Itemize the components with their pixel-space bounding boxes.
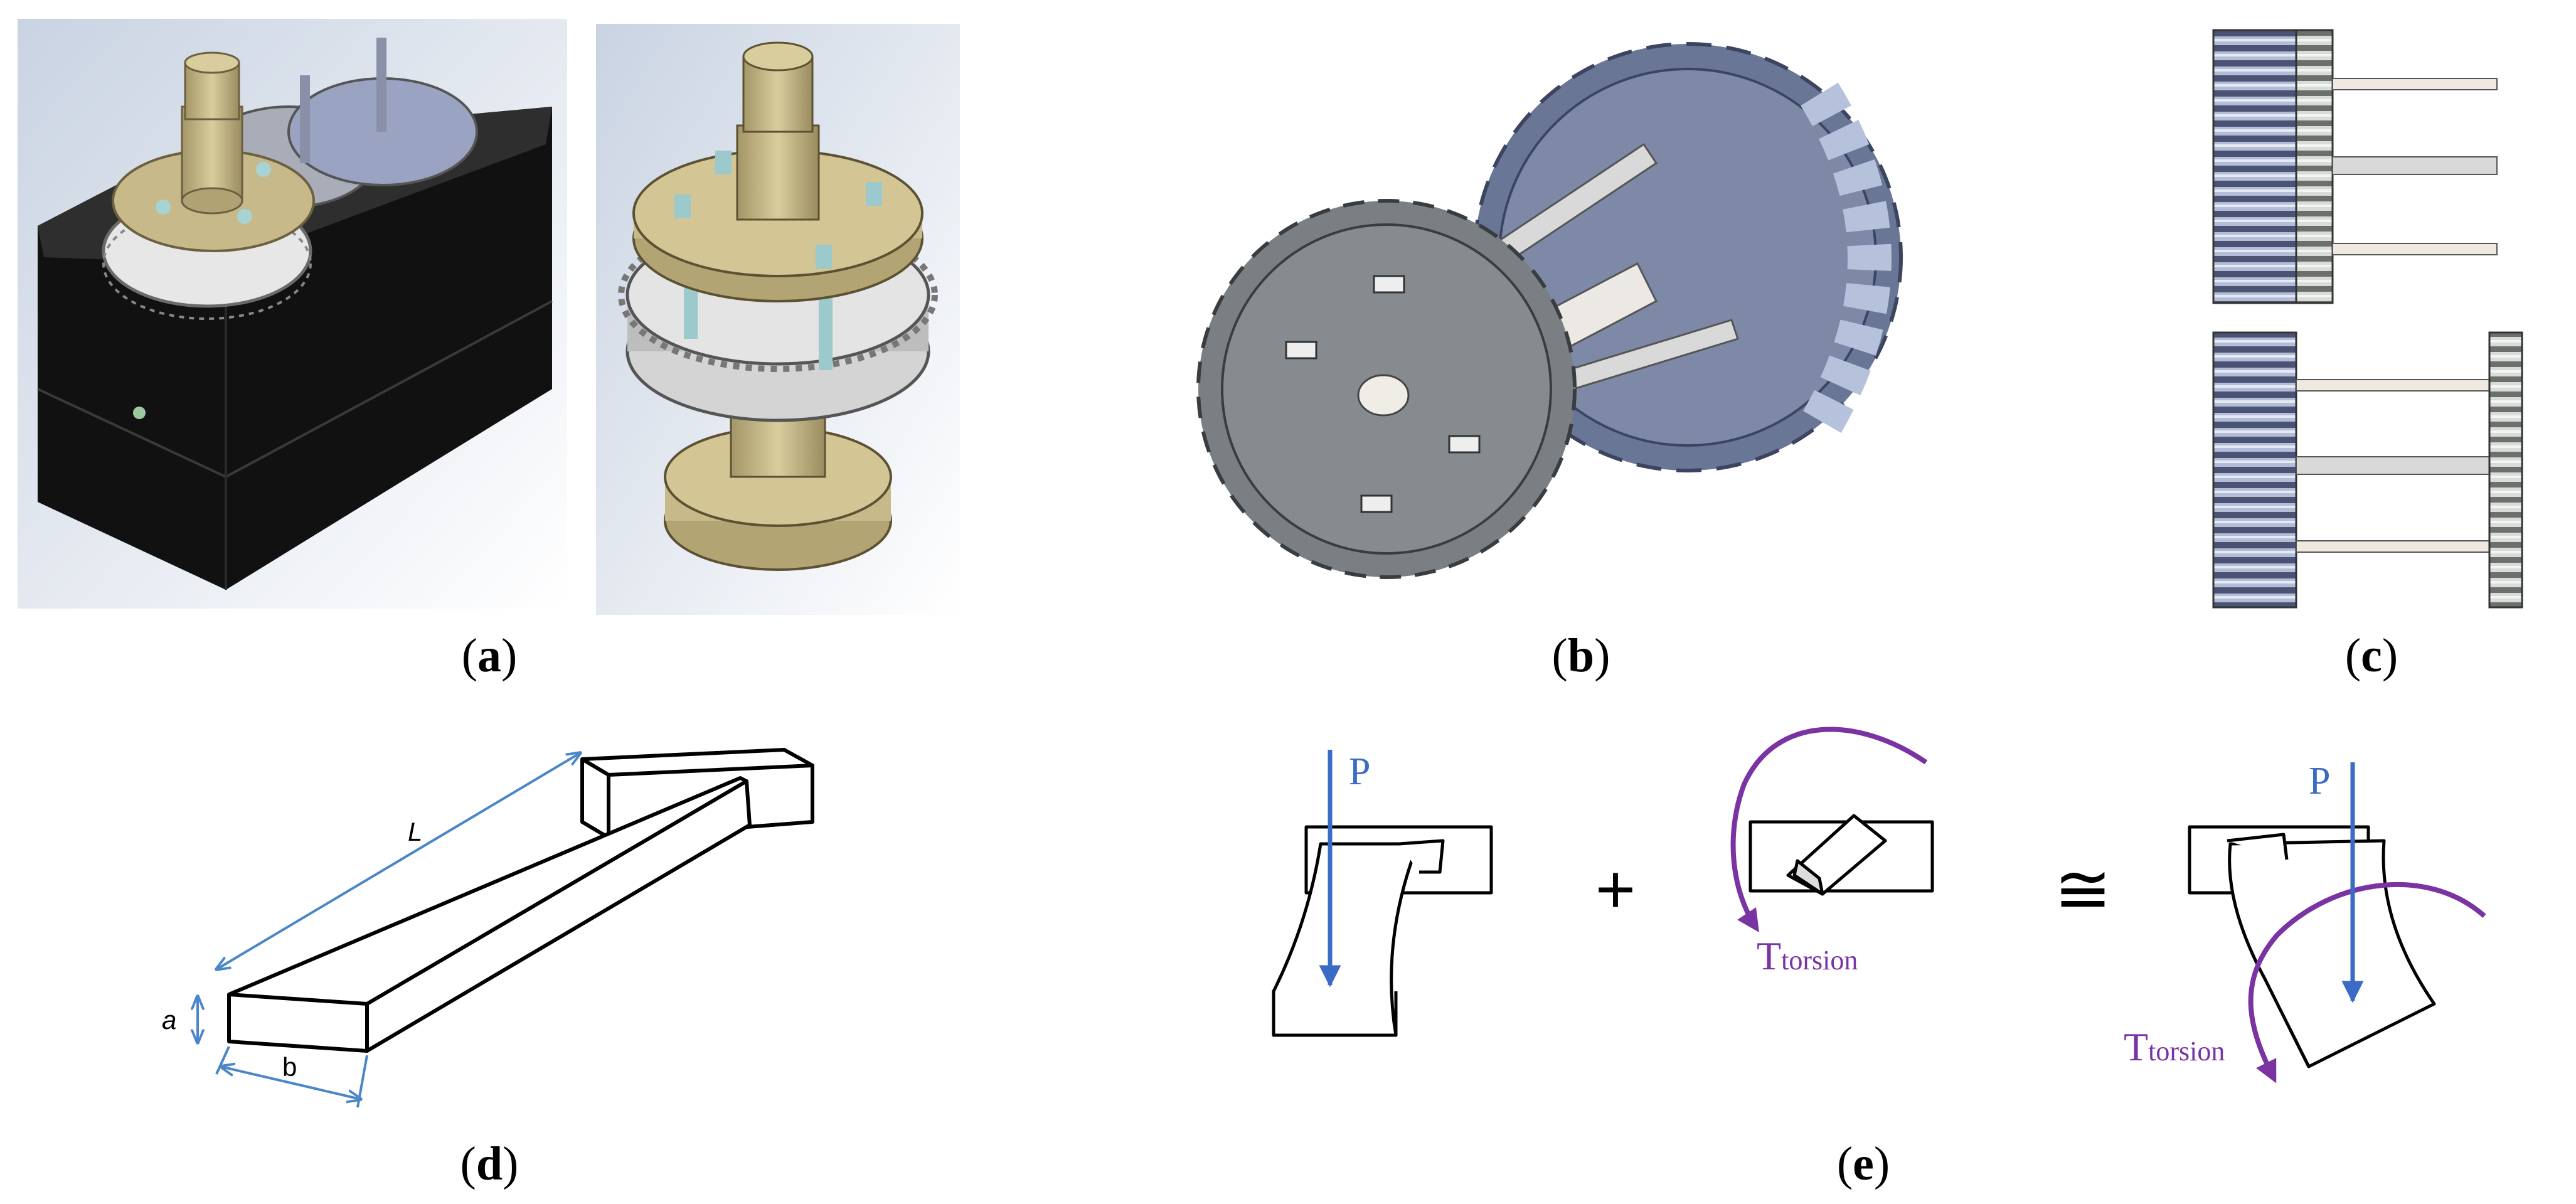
gear-a-side-view-bottom xyxy=(2212,331,2297,609)
combined-sketch xyxy=(2188,825,2436,1068)
panel-c-caption: (c) xyxy=(2345,629,2398,682)
gear-b-side-view-bottom xyxy=(2488,331,2523,609)
housing-screw xyxy=(133,407,146,419)
gray-gear xyxy=(1196,199,1577,579)
torsion-label: Ttorsion xyxy=(1757,934,1858,978)
gear-a-side-view-top xyxy=(2212,29,2297,304)
dim-length-arrow xyxy=(216,753,580,969)
spline-shaft xyxy=(184,61,240,120)
dim-label-a: a xyxy=(162,1005,176,1035)
approx-operator: ≅ xyxy=(2054,851,2112,928)
dim-label-b: b xyxy=(282,1052,297,1082)
panel-a-caption: (a) xyxy=(462,629,518,682)
bending-sketch xyxy=(1272,825,1493,1037)
load-label-combined: P xyxy=(2309,760,2330,802)
panel-b-caption: (b) xyxy=(1552,629,1610,682)
load-label-bending: P xyxy=(1349,750,1370,793)
shaft-pin xyxy=(376,38,386,132)
torsion-label-combined: Ttorsion xyxy=(2124,1025,2225,1069)
torsion-sketch xyxy=(1748,814,1934,896)
panel-c-side-views xyxy=(2212,29,2523,609)
panel-d-beam-diagram xyxy=(227,748,814,1053)
panel-b-gear-pair xyxy=(1196,42,1903,579)
panel-d-caption: (d) xyxy=(460,1137,519,1190)
torsion-arrow-combined xyxy=(2248,882,2486,1084)
torsion-arrow xyxy=(1730,727,1928,932)
plus-operator: + xyxy=(1595,851,1636,928)
panel-e-caption: (e) xyxy=(1837,1137,1890,1190)
panel-a-servo-assembly xyxy=(18,19,960,615)
dim-label-L: L xyxy=(408,817,422,846)
dim-width-arrow xyxy=(221,1067,361,1099)
panel-e-loading-diagram: P + Ttorsion ≅ P Ttorsion xyxy=(1272,727,2486,1084)
gear-b-side-view-top xyxy=(2295,29,2334,304)
beam-dimensions xyxy=(198,753,580,1108)
blue-gear xyxy=(1472,42,1903,472)
